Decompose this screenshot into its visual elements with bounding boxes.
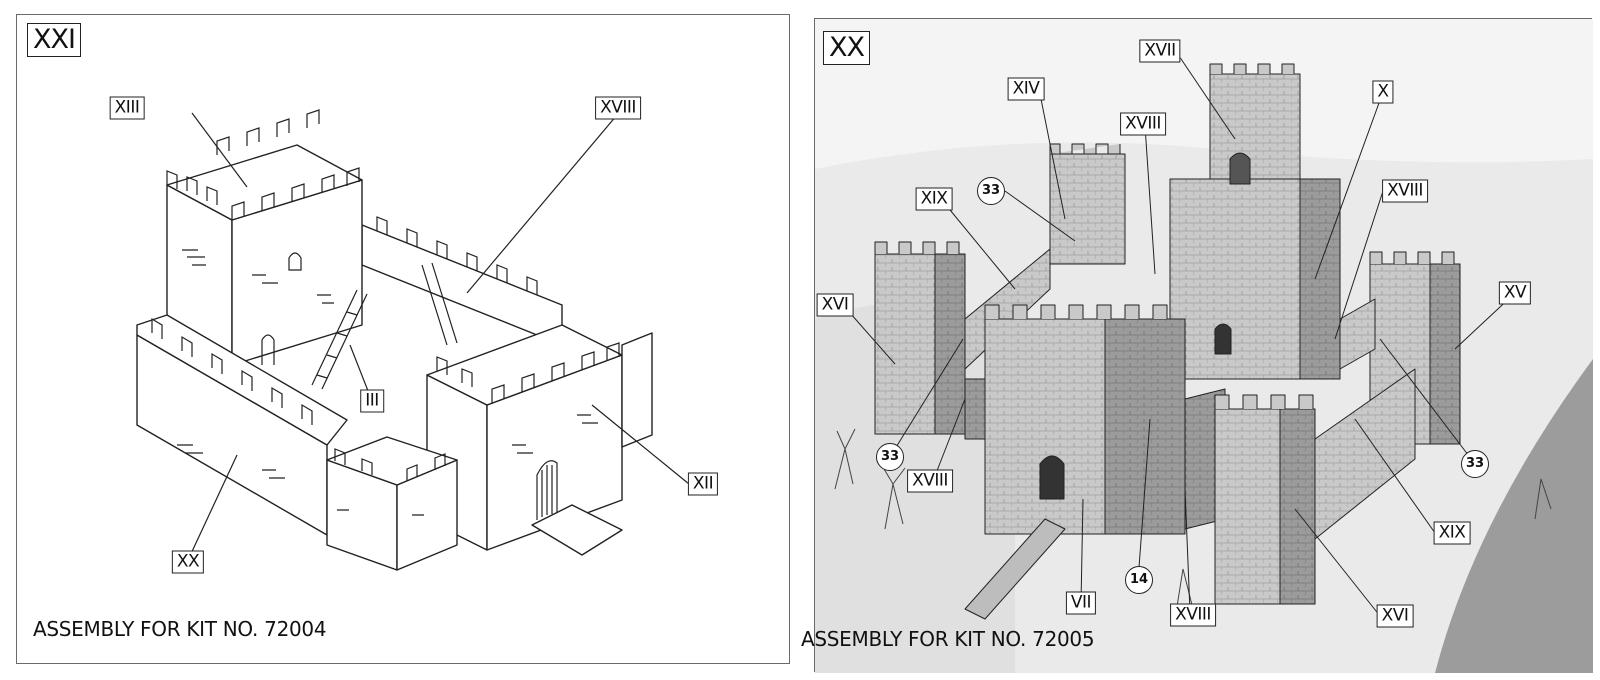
assembly-panel-72005: XX XVII XIV X XVIII XIX XVIII XVI XV XVI… xyxy=(801,18,1593,674)
callout-label: XVIII xyxy=(1170,603,1216,627)
callout-label: III xyxy=(360,389,384,413)
assembly-panel-72004: XXI XIII XVIII III XII XX ASSEMBLY FOR K… xyxy=(16,14,790,664)
assembly-caption: ASSEMBLY FOR KIT NO. 72004 xyxy=(33,617,327,641)
callout-label: XIII xyxy=(109,96,145,120)
part-number-badge: 14 xyxy=(1125,566,1153,594)
callout-label: XIV xyxy=(1007,77,1045,101)
callout-label: XVI xyxy=(816,293,854,317)
callout-label: XII xyxy=(687,472,719,496)
callout-label: XV xyxy=(1498,281,1532,305)
callout-label: X xyxy=(1372,80,1394,104)
callout-label: VII xyxy=(1065,591,1097,615)
part-number-badge: 33 xyxy=(977,177,1005,205)
callout-label: XX xyxy=(171,550,205,574)
part-number-badge: 33 xyxy=(1461,450,1489,478)
castle-illustration-72005 xyxy=(815,19,1593,674)
callout-label: XVIII xyxy=(1120,112,1166,136)
panel-id-xx: XX xyxy=(823,31,870,65)
callout-label: XVIII xyxy=(595,96,641,120)
castle-line-drawing-72004 xyxy=(136,109,690,571)
callout-label: XIX xyxy=(915,187,953,211)
part-number-badge: 33 xyxy=(876,443,904,471)
callout-label: XVIII xyxy=(907,469,953,493)
callout-label: XVI xyxy=(1376,604,1414,628)
panel-id-xxi: XXI xyxy=(27,23,81,57)
assembly-caption: ASSEMBLY FOR KIT NO. 72005 xyxy=(801,627,1095,651)
callout-label: XVII xyxy=(1139,39,1181,63)
callout-label: XIX xyxy=(1433,521,1471,545)
callout-label: XVIII xyxy=(1382,179,1428,203)
